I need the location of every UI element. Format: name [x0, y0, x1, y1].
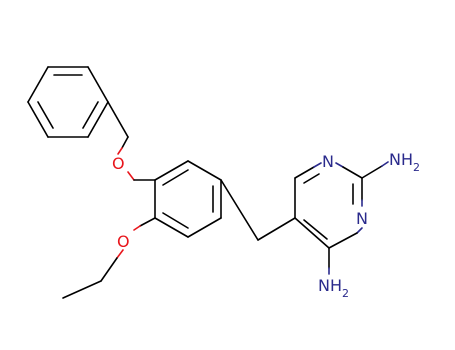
bond — [313, 162, 322, 168]
oxygen-ethoxy-label: O — [117, 232, 130, 251]
bond — [87, 66, 109, 103]
o-ethyl-bond-red — [116, 249, 124, 259]
amino-bottom-label: NH2 — [318, 276, 349, 300]
bond — [27, 101, 49, 138]
pyrimidine-ring — [294, 162, 363, 249]
amino-bottom-subscript: 2 — [342, 287, 349, 300]
amino-top-element: NH — [389, 150, 413, 169]
amino-top-label: NH2 — [389, 150, 420, 174]
double-bond — [303, 219, 328, 240]
c2-nh2-bond-blue — [381, 161, 389, 167]
oxygen-benzyloxy-label: O — [112, 154, 125, 173]
central-benzene-ring — [154, 160, 222, 238]
bond — [87, 101, 109, 138]
amino-bottom-element: NH — [318, 276, 342, 295]
phenyl-ring — [27, 66, 109, 138]
ethyl-bond — [62, 280, 102, 299]
ring-o-ethoxy-bond — [139, 217, 156, 227]
bond — [335, 162, 344, 168]
double-bond — [162, 169, 189, 186]
bond — [294, 166, 315, 179]
double-bond — [82, 101, 99, 129]
c2-nh2-bond — [361, 165, 383, 179]
bond — [294, 217, 330, 249]
bond — [27, 66, 49, 103]
bond — [187, 217, 222, 238]
double-bond — [303, 173, 320, 184]
bond — [154, 160, 189, 181]
ch2-o-bond — [121, 136, 129, 149]
bridge-bond-1 — [220, 179, 259, 241]
benzyl-ch2-bond — [107, 101, 129, 138]
ch2-o-bond-red — [117, 147, 123, 155]
double-bond — [37, 101, 54, 129]
ring-o-ethoxy-bond-red — [133, 225, 141, 231]
o-ethyl-bond — [100, 257, 118, 282]
bond — [187, 160, 222, 181]
bond — [328, 232, 358, 249]
ring-nitrogen-3-label: N — [356, 209, 368, 228]
o-ring-bond-red — [127, 171, 135, 181]
bond — [356, 227, 363, 234]
amino-top-subscript: 2 — [413, 161, 420, 174]
bond — [342, 166, 363, 179]
bond — [154, 217, 189, 238]
bridge-bond-2 — [257, 217, 296, 241]
double-bond — [162, 212, 189, 229]
ring-nitrogen-1-label: N — [322, 152, 334, 171]
